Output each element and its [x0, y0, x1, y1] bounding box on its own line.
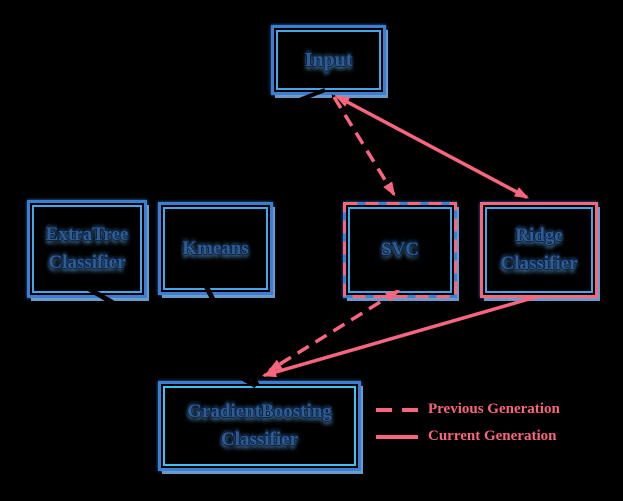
legend-item-current-generation: Current Generation	[376, 428, 556, 445]
edge-kmeans-gb-inactive	[203, 284, 260, 387]
node-gradientboosting-line2: Classifier	[220, 429, 299, 450]
node-input: Input	[271, 25, 386, 95]
node-svc-label: SVC	[380, 239, 419, 260]
node-gradientboosting-line1: GradientBoosting	[187, 401, 332, 422]
node-ridge-line1: Ridge	[515, 225, 563, 246]
node-kmeans-label: Kmeans	[182, 237, 249, 259]
node-svc: SVC	[343, 202, 457, 298]
edge-input-ridge-current	[334, 94, 530, 199]
legend-current-generation-label: Current Generation	[428, 428, 557, 444]
node-extratree-line1: ExtraTree	[45, 224, 129, 245]
node-extratree-line2: Classifier	[48, 252, 126, 273]
edge-svc-gradientboosting-previous	[267, 289, 401, 372]
legend-dashed-line-sample	[376, 407, 418, 412]
edge-ridge-gradientboosting-current	[261, 295, 537, 378]
edge-extratree-gb-inactive	[82, 283, 258, 389]
legend-solid-line-sample	[376, 434, 418, 439]
edge-into-input-inactive	[331, 94, 357, 124]
legend-item-previous-generation: Previous Generation	[376, 401, 560, 418]
edge-input-svc-previous	[332, 96, 396, 197]
legend-previous-generation-label: Previous Generation	[428, 401, 560, 417]
edge-input-inactive-stub	[234, 88, 326, 127]
node-input-label: Input	[304, 49, 353, 71]
node-kmeans: Kmeans	[158, 202, 273, 295]
node-ridge-line2: Classifier	[500, 253, 578, 274]
